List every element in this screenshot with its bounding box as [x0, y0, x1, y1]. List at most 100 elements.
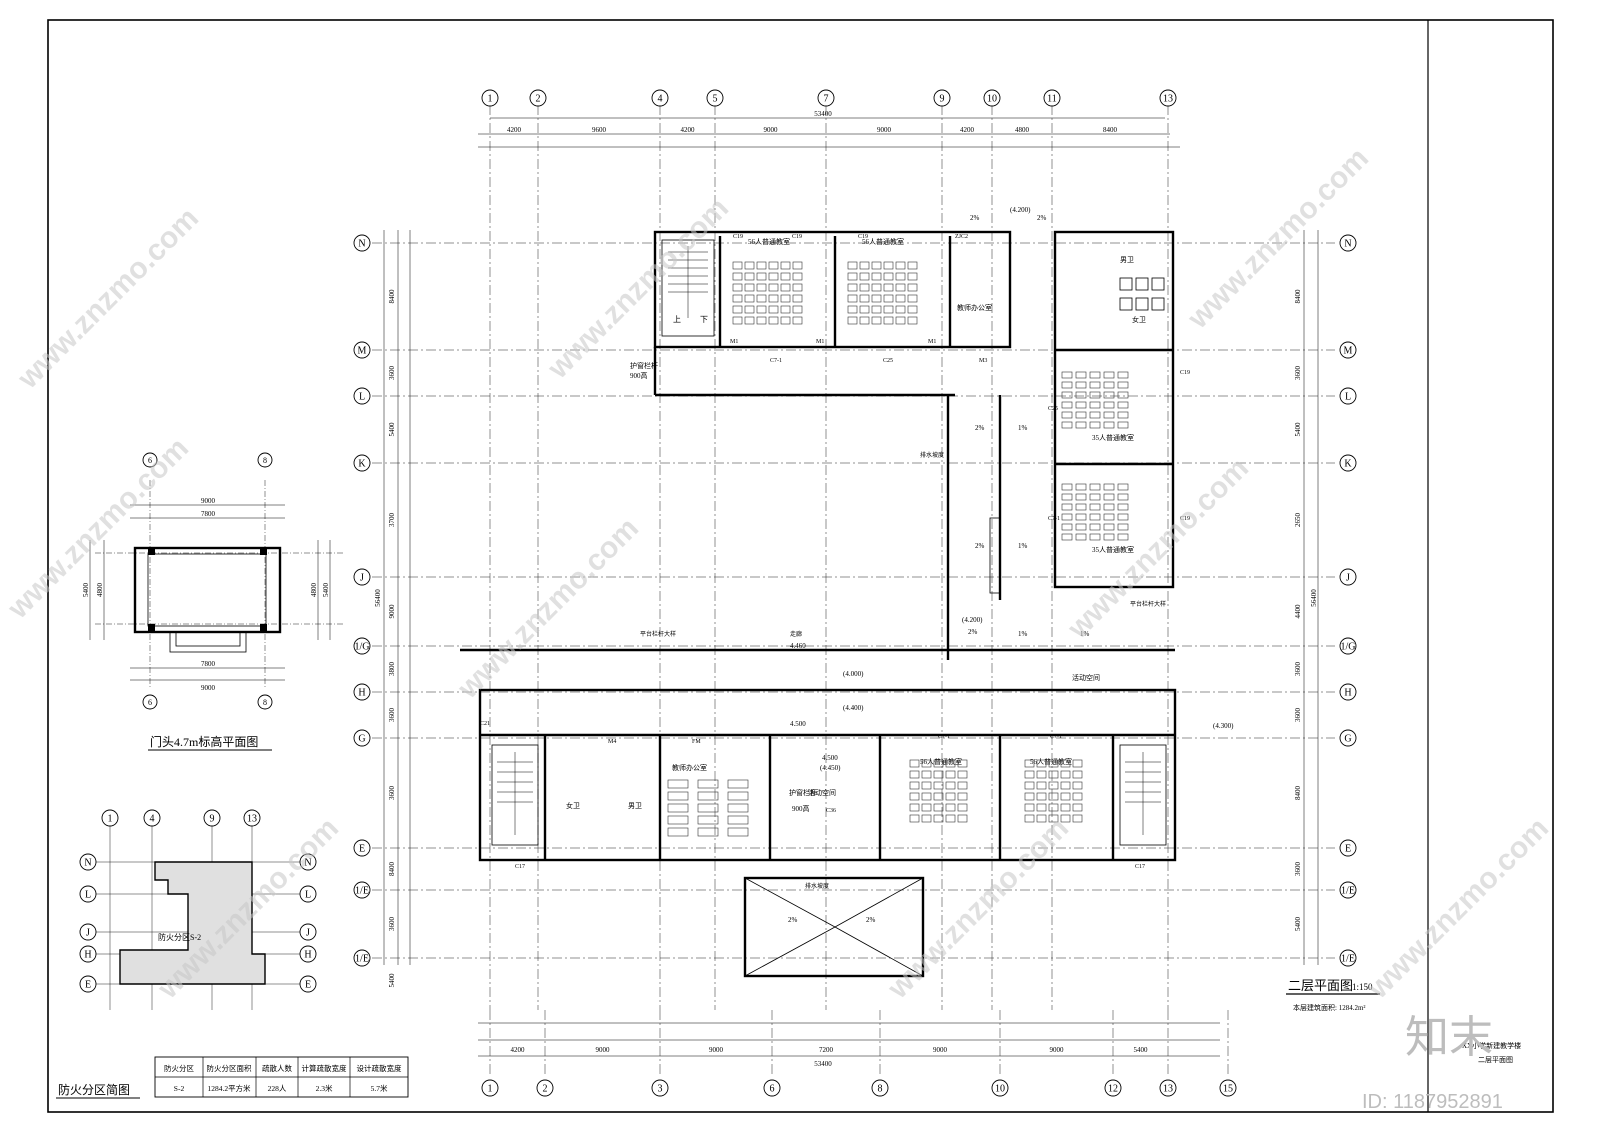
- dim-right-2: 5400: [1294, 422, 1302, 437]
- code-c19-e1: C19: [1180, 370, 1190, 376]
- desk: [697, 827, 719, 837]
- desk: [1103, 493, 1115, 501]
- desk: [1061, 391, 1073, 399]
- female-wc-n-label: 女卫: [1132, 315, 1146, 324]
- axis-top-7-circle: [817, 89, 835, 107]
- code-c17-e: C17: [1135, 864, 1145, 870]
- code-m1-b: M1: [816, 339, 824, 345]
- axis-left-9-circle: [353, 881, 371, 899]
- desk: [907, 261, 918, 270]
- desk: [1117, 493, 1129, 501]
- dim-right-8: 3600: [1294, 862, 1302, 877]
- desk: [1089, 401, 1101, 409]
- dim-top-4: 9000: [877, 126, 892, 134]
- desk: [945, 803, 956, 812]
- inset-dim-9000-bot: 9000: [201, 684, 216, 692]
- axis-right-0: N: [1344, 239, 1351, 250]
- desk: [732, 305, 743, 314]
- desk: [1061, 411, 1073, 419]
- classroom-e1-label: 35人普通教室: [1092, 433, 1134, 442]
- desk: [1103, 381, 1115, 389]
- desk: [1089, 523, 1101, 531]
- watermark-1: www.znzmo.com: [11, 202, 205, 396]
- axis-left-5: 1/G: [355, 642, 370, 653]
- dim-right-7: 8400: [1294, 786, 1302, 801]
- fire-axis-top-1: 4: [150, 814, 155, 825]
- inset-dim-7800-bot: 7800: [201, 660, 216, 668]
- axis-bottom-13-circle: [1159, 1079, 1177, 1097]
- fire-axis-left-0: N: [84, 858, 91, 869]
- desk: [768, 261, 779, 270]
- axis-right-8: E: [1345, 844, 1351, 855]
- desk: [1024, 781, 1035, 790]
- axis-bottom-3-circle: [651, 1079, 669, 1097]
- desk: [957, 759, 968, 768]
- desk: [1024, 759, 1035, 768]
- desk: [859, 294, 870, 303]
- desk: [727, 803, 749, 813]
- desk: [847, 272, 858, 281]
- stair-north: [661, 239, 715, 337]
- desk: [727, 791, 749, 801]
- desk: [921, 770, 932, 779]
- desk: [727, 827, 749, 837]
- desk: [1036, 803, 1047, 812]
- teacher-office-s-label: 教师办公室: [672, 763, 707, 772]
- title-block-sheet: 二层平面图: [1478, 1056, 1513, 1064]
- desk: [945, 770, 956, 779]
- desk: [1060, 759, 1071, 768]
- code-m4: M4: [608, 739, 616, 745]
- axis-right-7-circle: [1339, 729, 1357, 747]
- slope-n2: 2%: [1037, 214, 1047, 222]
- fire-axis-left-4-circle: [79, 975, 97, 993]
- fire-table-c4: 2.3米: [316, 1083, 333, 1093]
- dim-left-6: 3600: [388, 708, 396, 723]
- desk: [945, 759, 956, 768]
- desk: [945, 781, 956, 790]
- dim-left-row: 8400360054003700900038003600360084003600…: [388, 289, 396, 988]
- watermark-8: www.znzmo.com: [881, 812, 1075, 1006]
- desk: [909, 814, 920, 823]
- desk: [1089, 503, 1101, 511]
- desk: [895, 272, 906, 281]
- desk: [895, 305, 906, 314]
- desk: [1036, 759, 1047, 768]
- inset-title: 门头4.7m标高平面图: [150, 734, 258, 749]
- desk: [667, 803, 689, 813]
- axis-right-1-circle: [1339, 341, 1357, 359]
- desk: [1089, 391, 1101, 399]
- fire-axis-right-3-circle: [299, 945, 317, 963]
- desk: [921, 814, 932, 823]
- fire-table-h1: 防火分区: [164, 1063, 194, 1073]
- north-block-wall: [653, 230, 1012, 349]
- desk: [1103, 391, 1115, 399]
- fire-axis-top-2-circle: [203, 809, 221, 827]
- desk: [792, 305, 803, 314]
- desk: [847, 261, 858, 270]
- code-m1-c: M1: [928, 339, 936, 345]
- desk: [768, 283, 779, 292]
- dim-left-5: 3800: [388, 662, 396, 677]
- male-wc-s-label: 男卫: [628, 802, 642, 810]
- desk: [1117, 513, 1129, 521]
- fire-axis-left-1: L: [85, 890, 91, 901]
- dim-top-0: 4200: [507, 126, 522, 134]
- desk: [883, 305, 894, 314]
- code-c21: C21: [480, 721, 490, 727]
- desk: [847, 283, 858, 292]
- axis-top-11-circle: [1043, 89, 1061, 107]
- dim-bottom-4: 9000: [933, 1046, 948, 1054]
- desk: [883, 316, 894, 325]
- level-4300: (4.300): [1213, 722, 1234, 730]
- desk: [933, 814, 944, 823]
- desk: [792, 272, 803, 281]
- fire-axis-right-1-circle: [299, 885, 317, 903]
- dim-right-0: 8400: [1294, 289, 1302, 304]
- desk: [1103, 411, 1115, 419]
- desk: [732, 261, 743, 270]
- desk: [756, 283, 767, 292]
- platform-rail-label-2: 平台栏杆大样: [1130, 600, 1166, 608]
